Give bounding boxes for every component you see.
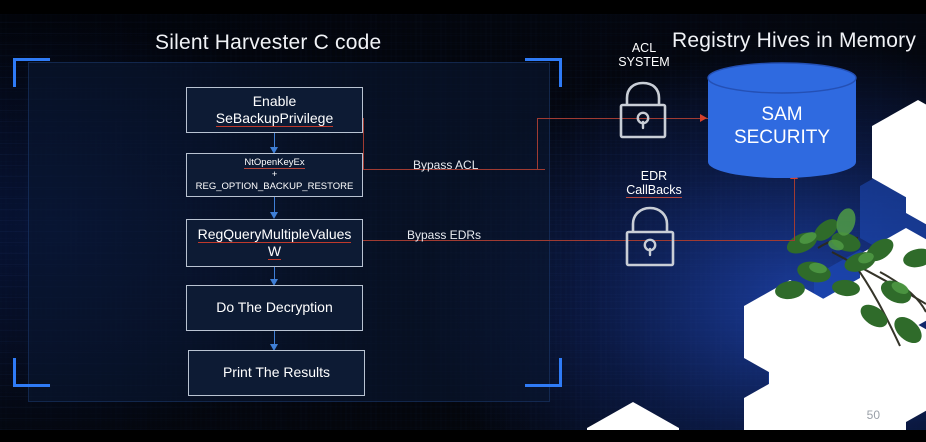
flow-box-3-line2: W: [267, 243, 282, 260]
page-title-left: Silent Harvester C code: [155, 31, 382, 54]
acl-lock-label: ACL SYSTEM: [607, 41, 681, 70]
bypass-acl-arrowhead: [700, 114, 707, 122]
bypass-edr-label: Bypass EDRs: [407, 228, 482, 242]
flow-arrow-2-head: [270, 212, 278, 219]
flow-box-4-text: Do The Decryption: [216, 299, 333, 316]
page-title-right: Registry Hives in Memory: [672, 29, 917, 52]
edr-lock-label: EDR CallBacks: [612, 169, 696, 199]
bypass-edr-line-horizontal: [363, 240, 795, 241]
bypass-edr-line-vertical: [794, 178, 795, 240]
bypass-acl-label: Bypass ACL: [413, 158, 479, 172]
edr-lock-label-line1: EDR: [640, 169, 668, 183]
page-number: 50: [866, 408, 880, 422]
acl-lock-label-line2: SYSTEM: [618, 55, 670, 70]
flow-box-print-the-results[interactable]: Print The Results: [188, 350, 365, 396]
corner-bracket-top-left: [13, 58, 50, 87]
bypass-acl-line-vertical: [363, 118, 364, 170]
flow-arrow-2-stem: [274, 197, 275, 214]
flow-box-1-text: Enable: [252, 92, 297, 109]
flow-box-2-line2: +: [271, 169, 278, 181]
bypass-acl-line-top: [537, 118, 709, 119]
flow-box-1-text-underlined: SeBackupPrivilege: [215, 110, 334, 127]
flow-arrow-4-stem: [274, 331, 275, 346]
registry-hive-cylinder[interactable]: SAM SECURITY: [707, 62, 857, 178]
cylinder-shape: [707, 62, 857, 178]
flow-box-2-line1: NtOpenKeyEx: [244, 157, 305, 170]
flow-arrow-4-head: [270, 344, 278, 351]
flow-box-regquerymultiplevaluesw[interactable]: RegQueryMultipleValues W: [186, 219, 363, 267]
flow-box-5-text: Print The Results: [222, 364, 331, 381]
acl-lock-label-line1: ACL: [631, 41, 657, 55]
flow-box-enable-sebackupprivilege[interactable]: Enable SeBackupPrivilege: [186, 87, 363, 133]
bottom-letterbox-band: [0, 430, 926, 442]
flow-box-2-line3: REG_OPTION_BACKUP_RESTORE: [195, 180, 354, 192]
bypass-acl-line-riser: [537, 118, 538, 170]
flow-arrow-1-head: [270, 147, 278, 154]
flow-arrow-3-stem: [274, 267, 275, 281]
flow-box-do-the-decryption[interactable]: Do The Decryption: [186, 285, 363, 331]
flow-box-3-line1: RegQueryMultipleValues: [197, 225, 352, 243]
flow-arrow-3-head: [270, 279, 278, 286]
corner-bracket-bottom-left: [13, 358, 50, 387]
top-letterbox-band: [0, 0, 926, 14]
padlock-icon-edr: [625, 206, 675, 267]
corner-bracket-top-right: [525, 58, 562, 87]
flow-box-ntopenkeyex[interactable]: NtOpenKeyEx + REG_OPTION_BACKUP_RESTORE: [186, 153, 363, 197]
edr-lock-label-line2: CallBacks: [626, 183, 682, 199]
padlock-icon-acl: [619, 81, 667, 139]
bypass-acl-line-bottom: [363, 169, 545, 170]
flow-arrow-1-stem: [274, 133, 275, 149]
corner-bracket-bottom-right: [525, 358, 562, 387]
